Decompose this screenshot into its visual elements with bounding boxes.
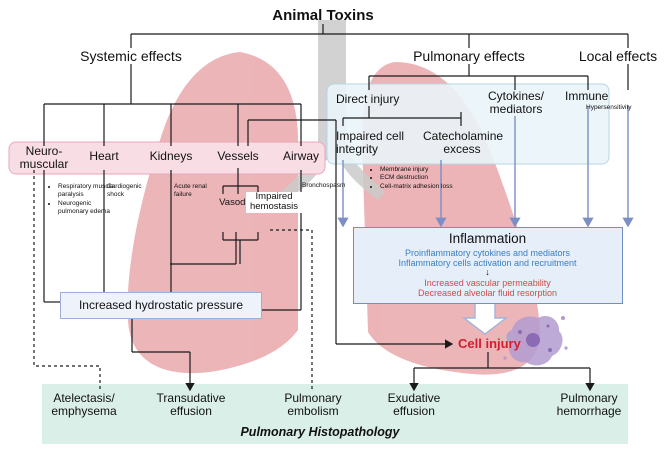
impaired-hemostasis-label: Impaired hemostasis	[246, 191, 302, 213]
systemic-effects-label: Systemic effects	[80, 48, 182, 64]
diagram-title: Animal Toxins	[272, 7, 374, 24]
hypersensitivity-label: Hypersensitivity	[586, 104, 632, 111]
inflammation-box: Inflammation Proinflammatory cytokines a…	[353, 227, 623, 304]
target-heart: Heart	[89, 149, 119, 163]
direct-injury-label: Direct injury	[336, 92, 400, 106]
target-vessels: Vessels	[217, 149, 259, 163]
local-effects-label: Local effects	[578, 48, 658, 64]
outcome-embolism: Pulmonary embolism	[284, 391, 342, 418]
note-ecm-destruction: ECM destruction	[380, 174, 490, 182]
outcome-hemorrhage: Pulmonary hemorrhage	[556, 391, 622, 418]
catecholamine-excess-label: Catecholamine excess	[423, 129, 504, 156]
cell-injury-label: Cell injury	[458, 336, 521, 351]
inflammation-title: Inflammation	[448, 231, 527, 246]
histopathology-title: Pulmonary Histopathology	[240, 425, 400, 439]
note-neurogenic-edema: Neurogenic pulmonary edema	[58, 200, 114, 217]
inflammation-line-resorption: Decreased alveolar fluid resorption	[417, 288, 558, 298]
impaired-cell-integrity-label: Impaired cell integrity	[336, 129, 405, 156]
target-kidneys: Kidneys	[149, 149, 193, 163]
histopathology-band	[42, 384, 628, 444]
outcome-exudative: Exudative effusion	[387, 391, 441, 418]
pulmonary-targets-band	[326, 83, 610, 165]
injured-cell-icon	[503, 315, 568, 366]
neuromuscular-notes: Respiratory muscle paralysis Neurogenic …	[48, 183, 114, 217]
inflammation-line-permeability: Increased vascular permeability	[424, 278, 551, 288]
hydrostatic-pressure-box: Increased hydrostatic pressure	[60, 292, 262, 319]
integrity-notes: Membrane injury ECM destruction Cell-mat…	[370, 166, 490, 191]
pulmonary-effects-label: Pulmonary effects	[413, 48, 525, 64]
note-adhesion-loss: Cell-matrix adhesion loss	[380, 183, 490, 191]
hydrostatic-pressure-label: Increased hydrostatic pressure	[78, 298, 244, 312]
note-bronchospasm: Bronchospasm	[302, 182, 346, 189]
target-airway: Airway	[282, 149, 319, 163]
cytokines-mediators-label: Cytokines/ mediators	[487, 89, 545, 116]
vasodilate-label: Vasodilate	[219, 197, 263, 208]
inflammation-line-cells: Inflammatory cells activation and recrui…	[398, 258, 577, 268]
note-membrane-injury: Membrane injury	[380, 166, 490, 174]
outcome-atelectasis: Atelectasis/ emphysema	[51, 391, 117, 418]
note-respiratory-paralysis: Respiratory muscle paralysis	[58, 183, 114, 200]
inflammation-to-cell-injury-arrow	[461, 301, 509, 335]
inflammation-down-arrow: ↓	[485, 267, 490, 277]
immune-label: Immune	[565, 89, 609, 103]
target-neuromuscular: Neuro- muscular	[19, 144, 69, 171]
note-acute-renal-failure: Acute renal failure	[174, 183, 207, 199]
systemic-targets-band	[8, 141, 326, 175]
outcome-transudative: Transudative effusion	[156, 391, 226, 418]
inflammation-line-cytokines: Proinflammatory cytokines and mediators	[404, 248, 571, 258]
note-cardiogenic-shock: Cardiogenic shock	[107, 183, 142, 199]
